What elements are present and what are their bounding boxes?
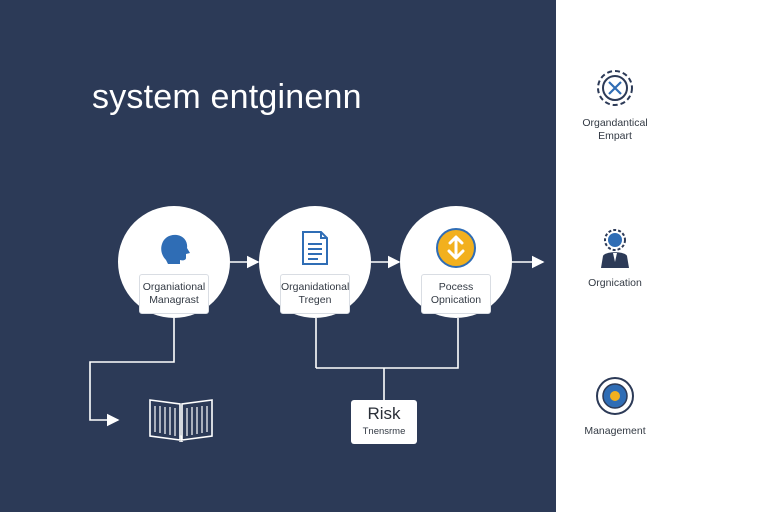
head-icon bbox=[161, 234, 190, 264]
node-label: Organiational Managrast bbox=[139, 274, 209, 314]
book-page-number: 1 bbox=[178, 434, 183, 444]
sidebar-item-management: Management bbox=[572, 374, 658, 438]
process-node-2: Organidational Tregen bbox=[259, 206, 371, 318]
connector-node3-down bbox=[316, 318, 459, 369]
sidebar-item-impact: Organdantical Empart bbox=[572, 66, 658, 143]
node-label: Pocess Opnication bbox=[421, 274, 491, 314]
sidebar-item-line1: Organdantical bbox=[582, 117, 648, 129]
diagram-title: system entginenn bbox=[92, 78, 362, 116]
risk-subtitle: Tnensrme bbox=[362, 426, 406, 437]
node-label: Organidational Tregen bbox=[280, 274, 350, 314]
book-icon: 1 bbox=[149, 399, 213, 444]
sidebar-panel bbox=[556, 0, 768, 512]
arrow-badge-icon bbox=[436, 228, 476, 268]
gear-icon bbox=[597, 70, 633, 106]
target-icon bbox=[596, 377, 634, 415]
risk-title: Risk bbox=[367, 404, 401, 423]
connector-lines bbox=[89, 255, 545, 427]
person-icon bbox=[601, 229, 629, 268]
process-node-1: Organiational Managrast bbox=[118, 206, 230, 318]
risk-box: Risk Tnensrme bbox=[351, 400, 417, 444]
sidebar-item-organization: Orgnication bbox=[572, 226, 658, 290]
sidebar-item-line1: Management bbox=[584, 425, 646, 437]
process-node-3: Pocess Opnication bbox=[400, 206, 512, 318]
sidebar-item-line2: Empart bbox=[598, 130, 632, 142]
connector-to-book bbox=[89, 318, 175, 427]
sidebar-item-line1: Orgnication bbox=[588, 277, 642, 289]
document-icon bbox=[302, 231, 328, 265]
